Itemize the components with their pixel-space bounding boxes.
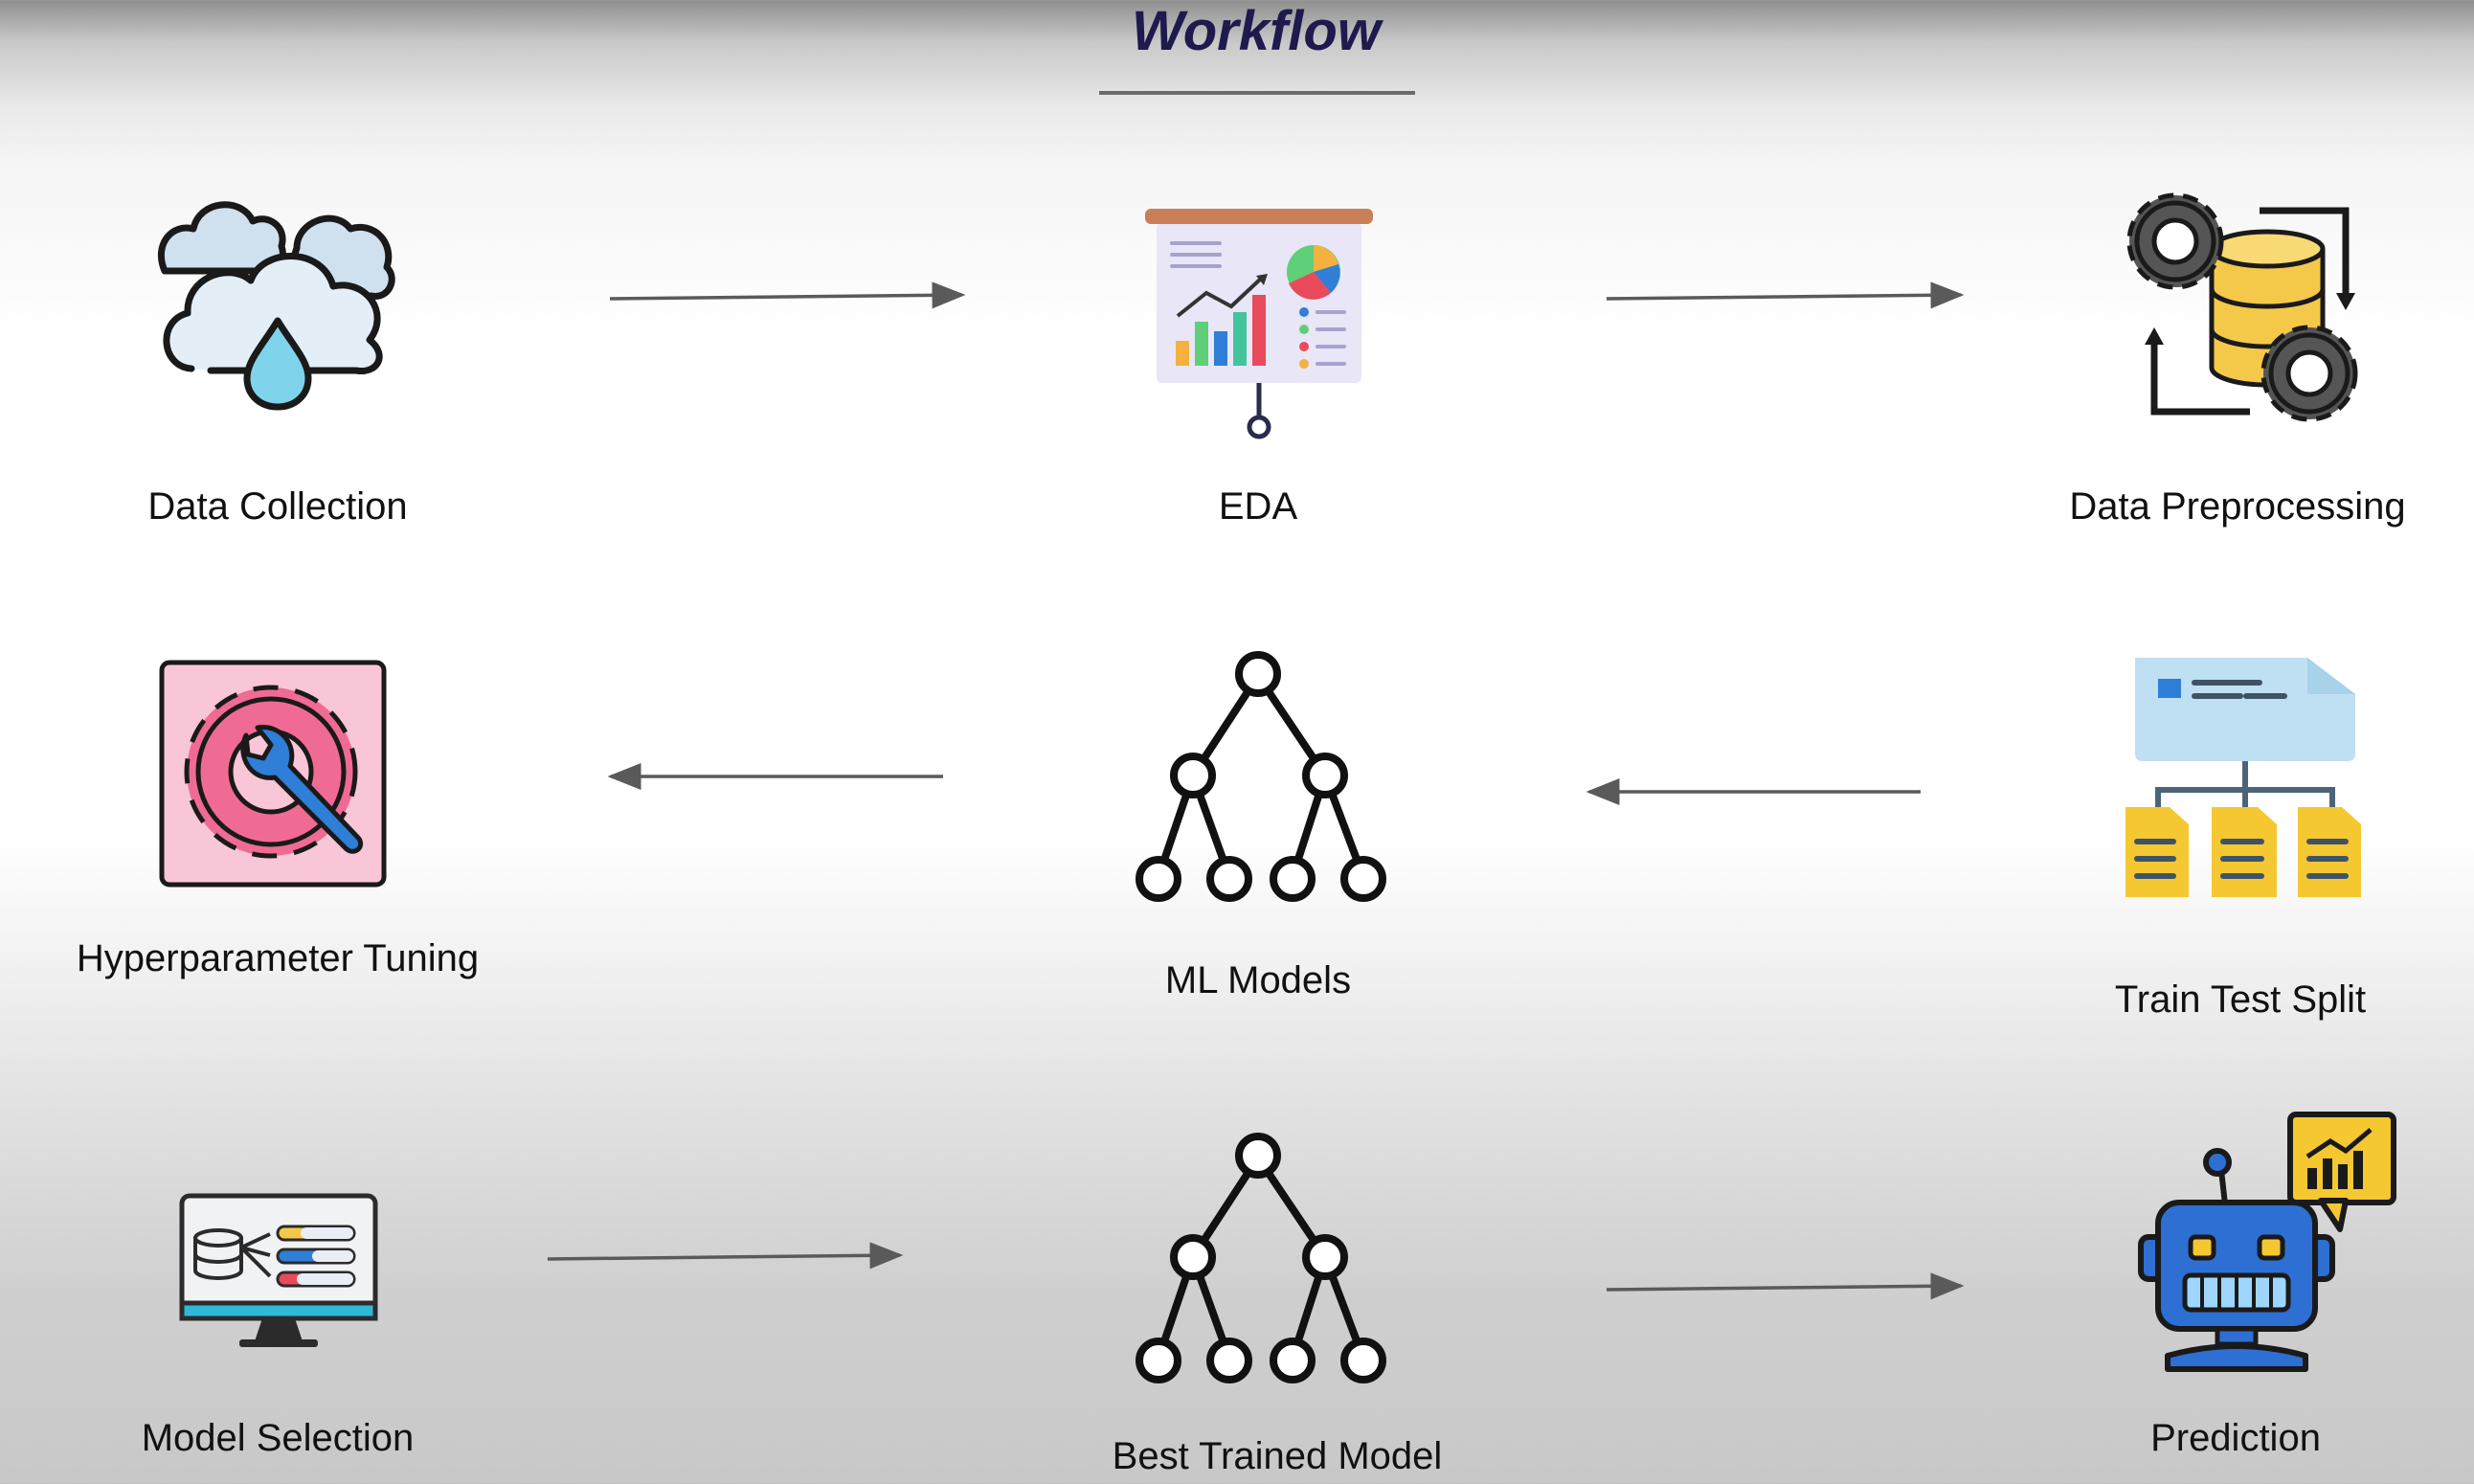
tree-network-icon (1136, 1133, 1386, 1383)
step-label-model-selection: Model Selection (141, 1417, 415, 1459)
step-label-eda: EDA (1218, 485, 1298, 528)
step-label-data-collection: Data Collection (147, 485, 408, 528)
step-label-prediction: Prediction (2150, 1417, 2321, 1459)
gear-wrench-icon (159, 660, 387, 888)
step-label-data-preprocessing: Data Preprocessing (2069, 485, 2406, 528)
robot-chart-icon (2138, 1112, 2396, 1372)
step-label-train-test-split: Train Test Split (2114, 978, 2367, 1021)
arrow-selection-to-best (547, 1242, 904, 1270)
page-title: Workflow (1132, 0, 1381, 62)
cloud-rain-icon (157, 201, 395, 411)
document-split-icon (2125, 658, 2361, 897)
title-underline (1099, 91, 1415, 95)
presentation-chart-icon (1145, 209, 1373, 439)
gears-database-icon (2126, 192, 2358, 422)
tree-network-icon (1136, 651, 1386, 902)
monitor-database-icon (179, 1193, 378, 1347)
step-label-ml-models: ML Models (1164, 959, 1352, 1001)
arrow-eda-to-preprocessing (1606, 281, 1965, 309)
step-label-best-trained-model: Best Trained Model (1112, 1435, 1443, 1477)
arrow-best-to-prediction (1606, 1272, 1965, 1300)
step-label-hyperparameter-tuning: Hyperparameter Tuning (76, 937, 480, 979)
arrow-collection-to-eda (609, 281, 966, 309)
